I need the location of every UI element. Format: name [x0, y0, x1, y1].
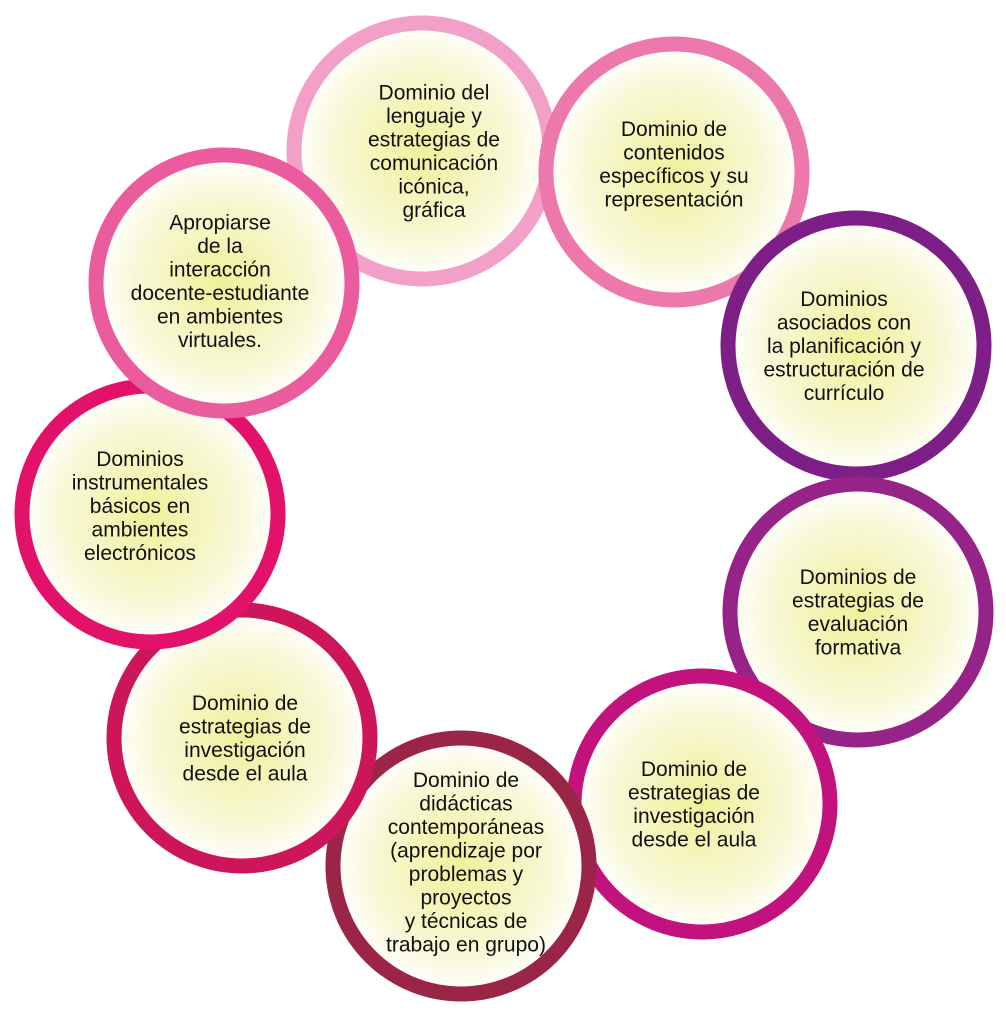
domain-label-line: estrategias de [179, 715, 311, 738]
domain-label-line: Apropiarse [169, 211, 271, 234]
domain-label-line: didácticas [419, 792, 512, 815]
domain-label-line: formativa [815, 636, 902, 659]
domain-ring-didacticas [325, 730, 597, 1002]
domain-label-line: y técnicas de [405, 910, 528, 933]
domain-label-line: desde el aula [183, 762, 308, 785]
domain-label-line: estrategias de [792, 589, 924, 612]
domain-label-line: Dominio del [379, 81, 490, 104]
domain-label-line: estrategias de [628, 781, 760, 804]
domain-ring-interaccion [88, 147, 360, 419]
domain-label-line: en ambientes [157, 305, 283, 328]
domain-label-line: contemporáneas [388, 816, 544, 839]
domain-label-line: asociados con [777, 312, 911, 335]
domain-label-line: específicos y su [599, 165, 748, 188]
domain-label-line: icónica, [398, 175, 469, 198]
domain-label-line: estructuración de [763, 359, 924, 382]
domain-label-line: Dominio de [413, 769, 519, 792]
domain-label-line: gráfica [402, 199, 465, 222]
domain-label-line: estrategias de [368, 128, 500, 151]
domain-label-line: Dominios de [800, 566, 917, 589]
domain-label-line: currículo [804, 382, 885, 405]
domain-ring-contenidos [538, 36, 810, 308]
domain-label-line: (aprendizaje por [390, 839, 542, 862]
domain-label-line: electrónicos [84, 542, 196, 565]
domain-label-line: problemas y [409, 863, 524, 886]
domain-label-line: Dominio de [621, 118, 727, 141]
domain-ring-planificacion [720, 210, 992, 482]
domain-label-line: contenidos [623, 141, 725, 164]
domain-label-line: Dominios [96, 448, 184, 471]
domain-label-line: la planificación y [767, 335, 922, 358]
domain-label-line: Dominio de [192, 692, 298, 715]
domain-label-line: proyectos [420, 886, 511, 909]
domain-label-line: comunicación [370, 152, 498, 175]
domain-label-line: lenguaje y [386, 105, 482, 128]
domain-label-line: Dominios [800, 288, 888, 311]
domain-label-line: de la [197, 235, 243, 258]
domain-label-line: virtuales. [178, 329, 262, 352]
domain-ring-evaluacion [722, 476, 994, 748]
domain-label-line: trabajo en grupo) [386, 933, 546, 956]
domain-label-line: instrumentales [72, 472, 209, 495]
domain-label-line: desde el aula [632, 828, 757, 851]
domain-label-line: Dominio de [641, 758, 747, 781]
domain-label-line: evaluación [808, 613, 908, 636]
domain-label-line: ambientes [92, 519, 189, 542]
domain-label-line: docente-estudiante [131, 282, 310, 305]
domain-label-line: representación [605, 188, 744, 211]
domain-label-line: básicos en [90, 495, 190, 518]
domain-label-line: investigación [633, 805, 754, 828]
domain-label-line: investigación [184, 739, 305, 762]
domain-label-line: interacción [169, 258, 271, 281]
